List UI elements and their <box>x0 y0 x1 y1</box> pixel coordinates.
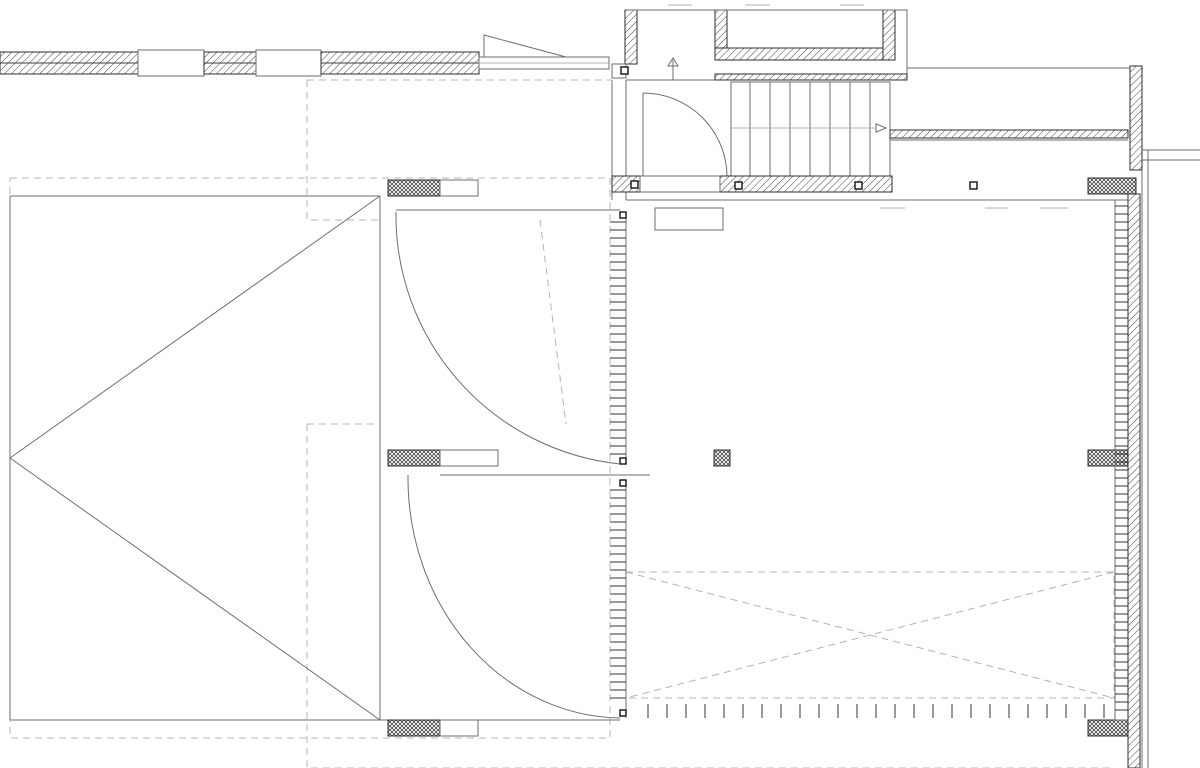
wall-ticks <box>1115 205 1128 711</box>
partition-ticks <box>610 221 626 699</box>
corridor-wall-right <box>880 65 1200 209</box>
exterior-wall-top-left <box>0 34 610 77</box>
main-hall <box>625 150 1149 768</box>
entry-vestibule <box>611 4 908 200</box>
left-space <box>9 79 1115 768</box>
floor-ticks <box>647 704 1105 718</box>
